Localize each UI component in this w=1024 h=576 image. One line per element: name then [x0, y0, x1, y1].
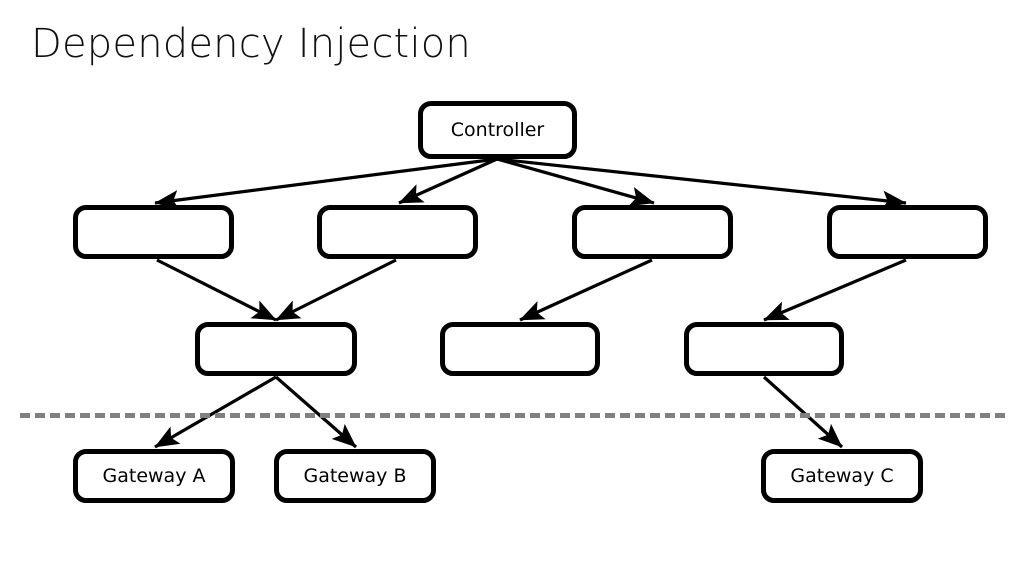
node-label: Controller — [450, 118, 545, 141]
node-gateway-c[interactable]: Gateway C — [761, 449, 923, 503]
edge-controller-service-2 — [398, 157, 498, 205]
edge-layer — [154, 157, 907, 449]
edge-repository-1-gateway-b — [274, 375, 358, 449]
node-repository-1[interactable] — [195, 322, 357, 376]
edge-controller-service-4 — [496, 157, 907, 211]
node-service-4[interactable] — [827, 205, 988, 259]
edge-controller-service-3 — [496, 157, 655, 207]
node-service-3[interactable] — [572, 205, 733, 259]
node-service-2[interactable] — [317, 205, 478, 259]
node-repository-3[interactable] — [684, 322, 844, 376]
node-service-1[interactable] — [73, 205, 234, 259]
node-gateway-a[interactable]: Gateway A — [73, 449, 235, 503]
node-label: Gateway A — [102, 464, 206, 487]
edge-repository-3-gateway-c — [762, 375, 844, 449]
edge-service-2-repository-1 — [275, 258, 397, 322]
node-label: Gateway B — [303, 464, 407, 487]
architecture-boundary-line — [20, 413, 1005, 418]
edge-service-1-repository-1 — [156, 258, 277, 322]
edge-controller-service-1 — [154, 157, 498, 210]
edge-repository-1-gateway-a — [154, 375, 277, 449]
edge-service-4-repository-3 — [763, 258, 907, 322]
node-repository-2[interactable] — [440, 322, 600, 376]
edge-service-3-repository-2 — [519, 258, 653, 322]
node-label: Gateway C — [790, 464, 894, 487]
page-title: Dependency Injection — [31, 21, 471, 67]
node-gateway-b[interactable]: Gateway B — [274, 449, 436, 503]
node-controller[interactable]: Controller — [418, 101, 577, 159]
